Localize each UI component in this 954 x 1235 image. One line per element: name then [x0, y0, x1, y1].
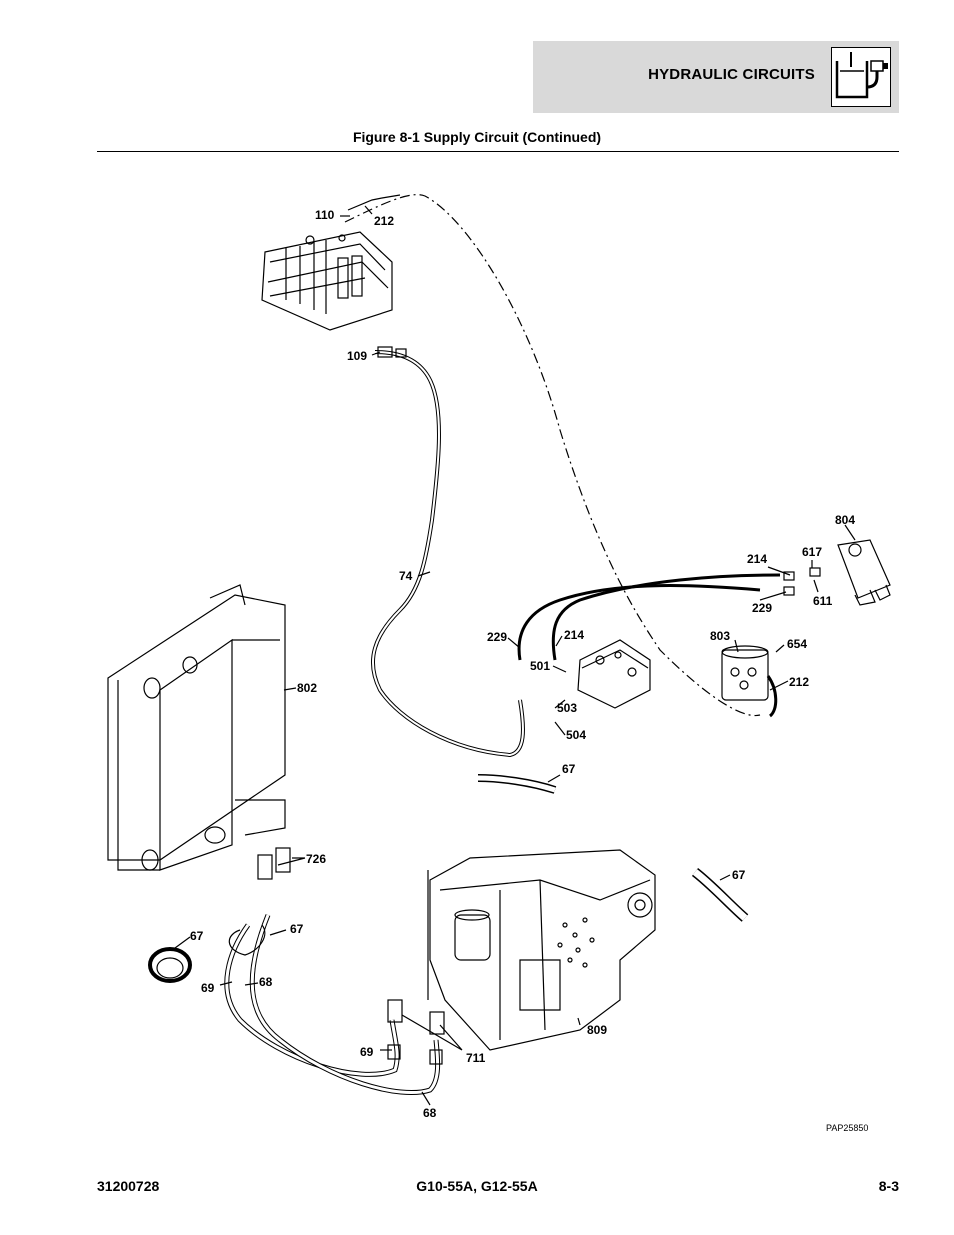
steering-unit-803 [721, 645, 769, 701]
callout-503: 503 [557, 701, 577, 715]
callout-67: 67 [562, 762, 576, 776]
callout-504: 504 [566, 728, 586, 742]
callout-68: 68 [259, 975, 273, 989]
callout-212: 212 [789, 675, 809, 689]
page-number: 8-3 [878, 1178, 899, 1194]
callout-74: 74 [399, 569, 413, 583]
callout-67: 67 [190, 929, 204, 943]
figure-reference-code: PAP25850 [826, 1123, 868, 1133]
hose-74 [370, 350, 525, 758]
figure-title: Figure 8-1 Supply Circuit (Continued) [352, 129, 602, 145]
callout-229: 229 [487, 630, 507, 644]
callout-611: 611 [813, 594, 833, 608]
callout-67: 67 [290, 922, 304, 936]
callout-654: 654 [787, 637, 807, 651]
model-numbers: G10-55A, G12-55A [416, 1178, 538, 1194]
callout-809: 809 [587, 1023, 607, 1037]
hydraulic-reservoir-icon [831, 47, 891, 107]
callout-110: 110 [315, 208, 335, 222]
radiator-802 [107, 584, 286, 871]
control-valve-assembly [261, 231, 393, 331]
callout-617: 617 [802, 545, 822, 559]
callout-726: 726 [306, 852, 326, 866]
callout-214: 214 [747, 552, 767, 566]
pressure-hose-212-top [344, 194, 761, 717]
section-title: HYDRAULIC CIRCUITS [648, 66, 815, 83]
callout-229: 229 [752, 601, 772, 615]
priority-valve [577, 639, 651, 709]
callout-804: 804 [835, 513, 855, 527]
section-header: HYDRAULIC CIRCUITS [533, 41, 899, 113]
steer-cylinder-804 [783, 539, 891, 606]
callout-711: 711 [466, 1051, 486, 1065]
callout-212: 212 [374, 214, 394, 228]
title-divider [97, 151, 899, 152]
callout-69: 69 [360, 1045, 374, 1059]
callout-69: 69 [201, 981, 215, 995]
callout-67: 67 [732, 868, 746, 882]
callout-803: 803 [710, 629, 730, 643]
transmission-809 [427, 849, 656, 1051]
callout-109: 109 [347, 349, 367, 363]
callout-501: 501 [530, 659, 550, 673]
document-number: 31200728 [97, 1178, 160, 1194]
callout-68: 68 [423, 1106, 437, 1120]
callout-802: 802 [297, 681, 317, 695]
callout-214: 214 [564, 628, 584, 642]
hose-229 [517, 584, 761, 661]
